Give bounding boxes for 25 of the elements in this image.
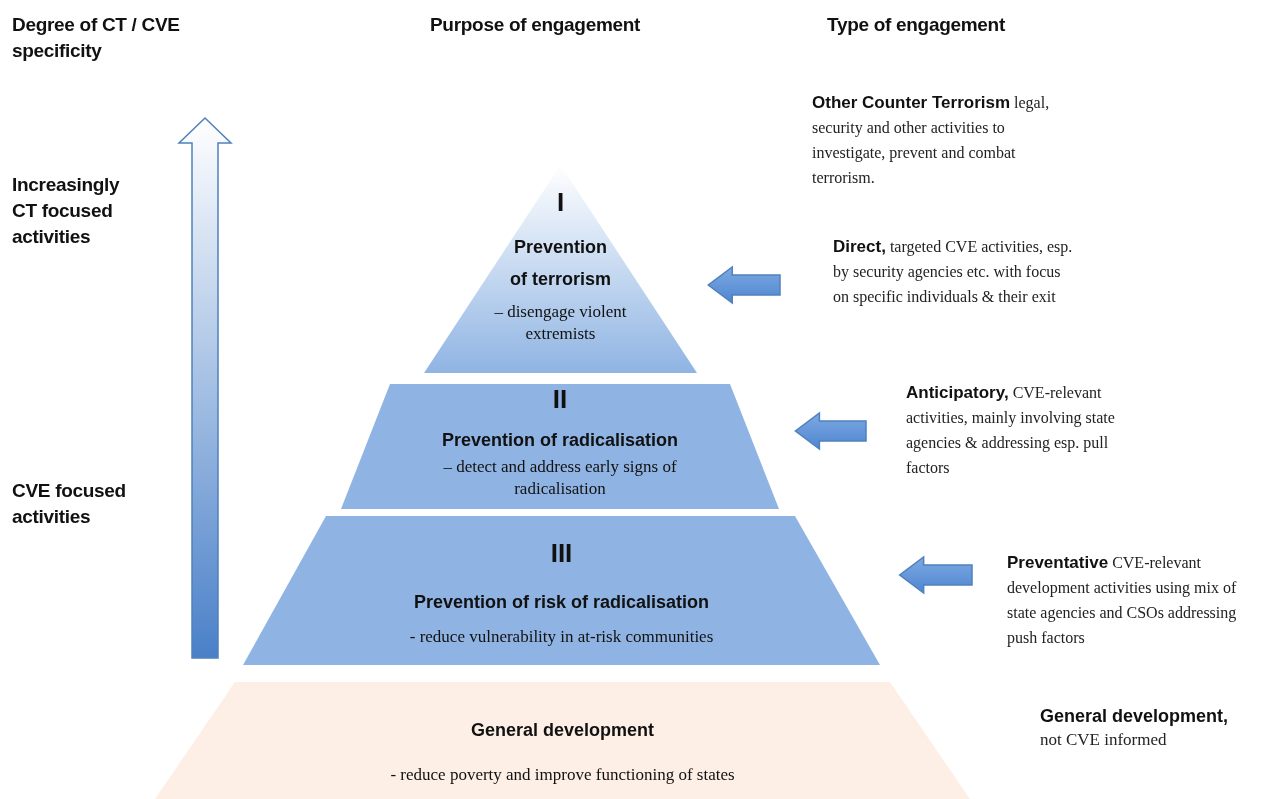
- block-arrow: [794, 411, 867, 451]
- tier-numeral: II: [551, 384, 569, 415]
- engagement-description: Preventative CVE-relevant development activities using mix of state agencies and CSOs addressing push factors: [1007, 550, 1252, 650]
- tier-description: – disengage violent extremists: [494, 301, 627, 345]
- tier-heading: Prevention of terrorism: [509, 236, 612, 291]
- axis-label: Increasingly CT focused activities: [12, 173, 121, 249]
- column-heading: Purpose of engagement: [430, 13, 642, 37]
- tier-heading: Prevention of risk of radicalisation: [412, 591, 711, 614]
- engagement-note: not CVE informed: [1040, 729, 1168, 751]
- engagement-description: Direct, targeted CVE activities, esp. by security agencies etc. with focus on specific individuals & their exit: [833, 234, 1073, 309]
- engagement-description: Anticipatory, CVE-relevant activities, mainly involving state agencies & addressing esp. pull factors: [906, 380, 1131, 480]
- engagement-description: Other Counter Terrorism legal, security and other activities to investigate, prevent and combat terrorism.: [812, 90, 1074, 190]
- tier-heading: General development: [469, 719, 656, 742]
- tier-heading: Prevention of radicalisation: [440, 429, 680, 452]
- column-heading: Type of engagement: [827, 13, 1006, 37]
- tier-description: - reduce vulnerability in at-risk communities: [408, 626, 715, 648]
- block-arrow: [898, 555, 973, 595]
- axis-label: CVE focused activities: [12, 479, 127, 529]
- tier-numeral: I: [555, 187, 566, 218]
- tier-description: – detect and address early signs of radicalisation: [442, 456, 678, 500]
- tier-description: - reduce poverty and improve functioning of states: [389, 764, 736, 786]
- tier-numeral: III: [549, 538, 574, 569]
- engagement-heading: General development,: [1040, 705, 1230, 728]
- block-arrow: [707, 265, 781, 305]
- column-heading: Degree of CT / CVE specificity: [12, 13, 181, 63]
